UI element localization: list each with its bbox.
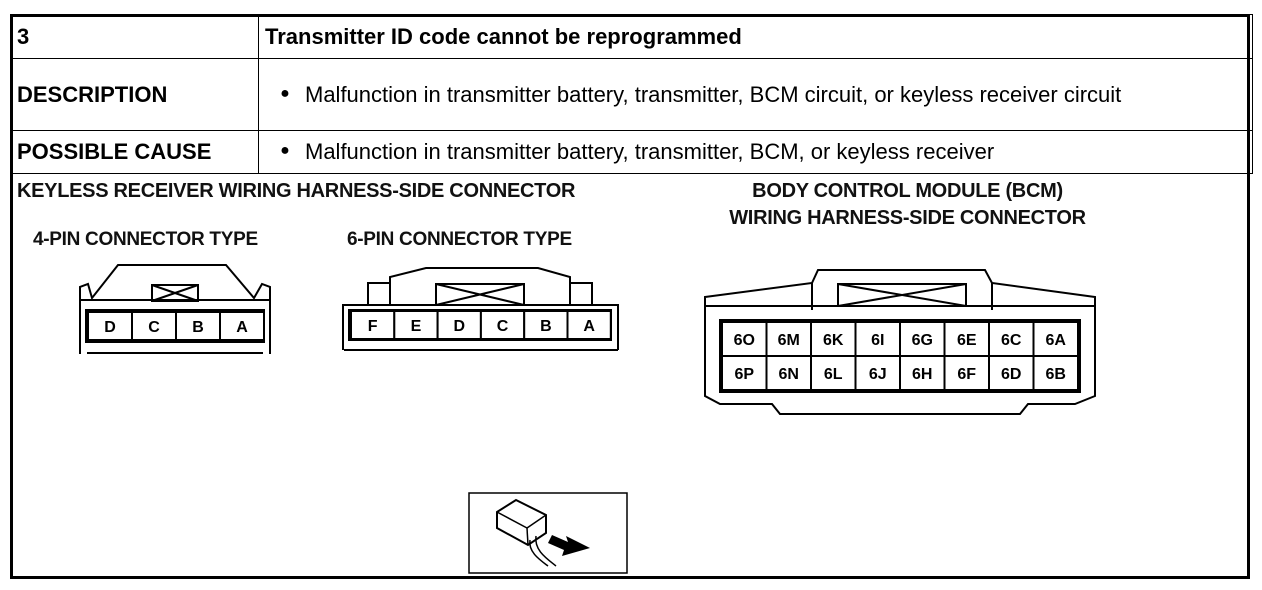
bcm-pin-label: 6N: [779, 366, 799, 383]
six-pin-label: A: [583, 318, 595, 335]
six-pin-cell: [523, 310, 569, 340]
bcm-pin-label: 6P: [734, 366, 754, 383]
bcm-pin-cell: [899, 321, 946, 357]
bcm-pin-label: 6C: [1001, 332, 1022, 349]
bcm-pin-label: 6M: [778, 332, 800, 349]
keyless-connector-title: KEYLESS RECEIVER WIRING HARNESS-SIDE CON…: [17, 180, 576, 202]
four-pin-label: A: [236, 319, 248, 336]
bcm-pin-label: 6L: [824, 366, 843, 383]
six-pin-cell: [350, 310, 396, 340]
bcm-pin-label: 6B: [1046, 366, 1066, 383]
bcm-pin-label: 6D: [1001, 366, 1021, 383]
four-pin-cell: [219, 311, 265, 341]
bcm-pin-cell: [943, 321, 990, 357]
four-pin-label: C: [148, 319, 160, 336]
bcm-pin-label: 6H: [912, 366, 932, 383]
pin-layer: D C B A F E D C B A 6O 6M 6K 6I 6G 6E 6C 6A 6P 6N 6L 6J 6H 6F 6D…: [87, 310, 1079, 391]
six-pin-label: F: [368, 318, 378, 335]
bcm-pin-label: 6O: [734, 332, 755, 349]
step-number: 3: [10, 14, 259, 59]
bcm-pin-cell: [1032, 355, 1079, 391]
bcm-pin-label: 6G: [912, 332, 933, 349]
six-pin-label: D: [453, 318, 465, 335]
four-pin-label: B: [192, 319, 204, 336]
six-pin-cell: [393, 310, 439, 340]
bcm-pin-label: 6A: [1046, 332, 1067, 349]
possible-cause-label: POSSIBLE CAUSE: [10, 130, 259, 174]
six-pin-cell: [436, 310, 482, 340]
bcm-pin-label: 6F: [957, 366, 976, 383]
bcm-pin-cell: [1032, 321, 1079, 357]
six-pin-label: E: [411, 318, 422, 335]
four-pin-cell: [131, 311, 177, 341]
bcm-connector: [704, 269, 1096, 415]
six-pin-cell: [566, 310, 612, 340]
diagnosis-table: 3 Transmitter ID code cannot be reprogra…: [10, 14, 1253, 174]
bcm-pin-cell: [810, 355, 857, 391]
bcm-pin-cell: [899, 355, 946, 391]
description-text: Malfunction in transmitter battery, tran…: [305, 81, 1122, 107]
possible-cause-bullet: ● Malfunction in transmitter battery, tr…: [265, 138, 1246, 166]
four-pin-cell: [175, 311, 221, 341]
bcm-pin-label: 6I: [871, 332, 884, 349]
step-title: Transmitter ID code cannot be reprogramm…: [258, 14, 1253, 59]
description-bullet: ● Malfunction in transmitter battery, tr…: [265, 81, 1246, 109]
bcm-title-line1: BODY CONTROL MODULE (BCM): [752, 180, 1063, 202]
six-pin-label: 6-PIN CONNECTOR TYPE: [347, 229, 572, 250]
bcm-pin-label: 6J: [869, 366, 887, 383]
outer-border: [10, 14, 1250, 579]
six-pin-label: B: [540, 318, 552, 335]
bcm-pin-label: 6K: [823, 332, 844, 349]
bcm-pin-label: 6E: [957, 332, 977, 349]
possible-cause-text: Malfunction in transmitter battery, tran…: [305, 139, 995, 164]
four-pin-label: 4-PIN CONNECTOR TYPE: [33, 229, 258, 250]
six-pin-label: C: [497, 318, 509, 335]
connector-inset: [468, 492, 628, 574]
bullet-icon: ●: [280, 142, 290, 159]
bullet-icon: ●: [280, 84, 290, 102]
four-pin-cell: [87, 311, 133, 341]
four-pin-label: D: [104, 319, 116, 336]
harness-connector-icon: [496, 498, 590, 567]
bcm-title-line2: WIRING HARNESS-SIDE CONNECTOR: [729, 207, 1086, 229]
